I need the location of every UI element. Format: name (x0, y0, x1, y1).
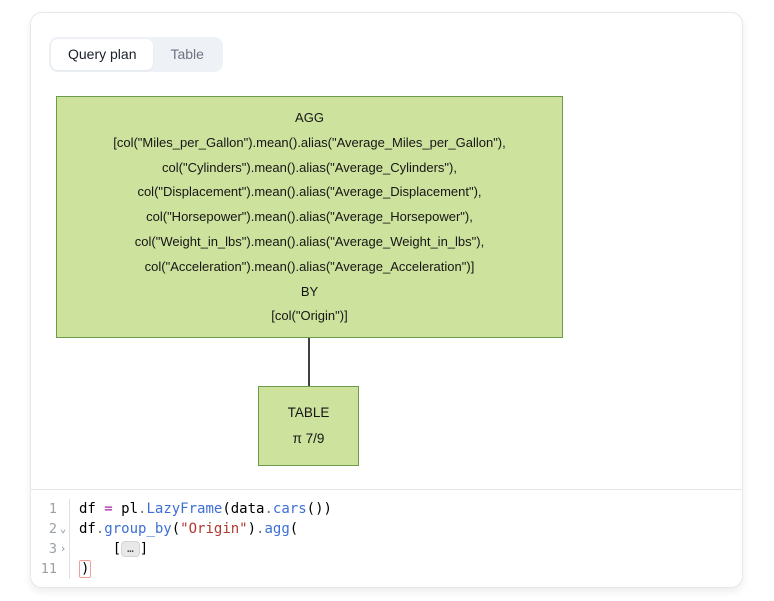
code-token: ) (247, 521, 257, 537)
edge-connector (308, 338, 310, 386)
output-card: Query plan Table AGG [col("Miles_per_Gall… (30, 12, 743, 588)
query-plan-diagram: AGG [col("Miles_per_Gallon").mean().alias… (31, 72, 742, 489)
editor-line: 2⌄df.group_by("Origin").agg( (31, 519, 742, 539)
line-number: 2 (48, 521, 57, 537)
agg-node-line: col("Acceleration").mean().alias("Averag… (144, 258, 475, 274)
agg-node-line: [col("Miles_per_Gallon").mean().alias("A… (113, 134, 506, 150)
agg-node-line: BY (300, 283, 319, 299)
editor-line: 11) (31, 559, 742, 579)
code-token: LazyFrame (146, 501, 223, 517)
fold-indicator-icon[interactable]: › (59, 542, 67, 555)
agg-node-line: [col("Origin")] (271, 308, 348, 324)
code-token: ()) (306, 501, 332, 517)
table-node-line: π 7/9 (292, 431, 325, 446)
code-token: (data (222, 501, 265, 517)
table-node: TABLE π 7/9 (258, 386, 359, 466)
unmatched-bracket-highlight: ) (79, 560, 92, 578)
code-token: "Origin" (180, 521, 248, 537)
code-token: df (79, 521, 96, 537)
editor-line: 3› […] (31, 539, 742, 559)
agg-node-line: col("Weight_in_lbs").mean().alias("Avera… (134, 233, 485, 249)
agg-node: AGG [col("Miles_per_Gallon").mean().alias… (56, 96, 563, 338)
line-number: 3 (48, 541, 57, 557)
agg-node-line: col("Horsepower").mean().alias("Average_… (146, 209, 473, 225)
agg-node-line: col("Cylinders").mean().alias("Average_C… (162, 159, 457, 175)
folded-code-widget[interactable]: … (121, 541, 140, 557)
table-node-line: TABLE (287, 405, 330, 420)
line-number: 1 (48, 501, 57, 517)
tab-bar: Query plan Table (49, 37, 223, 72)
code-token: . (138, 501, 147, 517)
code-token: df (79, 501, 105, 517)
code-token: ] (139, 541, 149, 557)
code-token: ( (289, 521, 299, 537)
code-token: pl (112, 501, 139, 517)
code-token: . (95, 521, 105, 537)
tab-query-plan[interactable]: Query plan (51, 39, 154, 70)
code-line-content: […] (69, 539, 742, 559)
code-token: [ (79, 541, 122, 557)
code-token: cars (272, 501, 307, 517)
fold-gutter-spacer (57, 499, 69, 519)
code-token: group_by (104, 521, 172, 537)
line-number: 11 (40, 561, 57, 577)
code-line-content: df = pl.LazyFrame(data.cars()) (69, 499, 742, 519)
code-token: . (256, 521, 265, 537)
code-line-content: df.group_by("Origin").agg( (69, 519, 742, 539)
code-token: . (264, 501, 273, 517)
agg-node-line: AGG (295, 110, 324, 125)
code-token: agg (264, 521, 290, 537)
fold-indicator-icon[interactable]: ⌄ (59, 522, 67, 535)
tab-table[interactable]: Table (153, 39, 220, 70)
code-token: ( (171, 521, 181, 537)
agg-node-line: col("Displacement").mean().alias("Averag… (137, 184, 482, 200)
code-line-content: ) (69, 559, 742, 579)
code-token: = (104, 501, 113, 517)
fold-gutter-spacer (57, 559, 69, 579)
